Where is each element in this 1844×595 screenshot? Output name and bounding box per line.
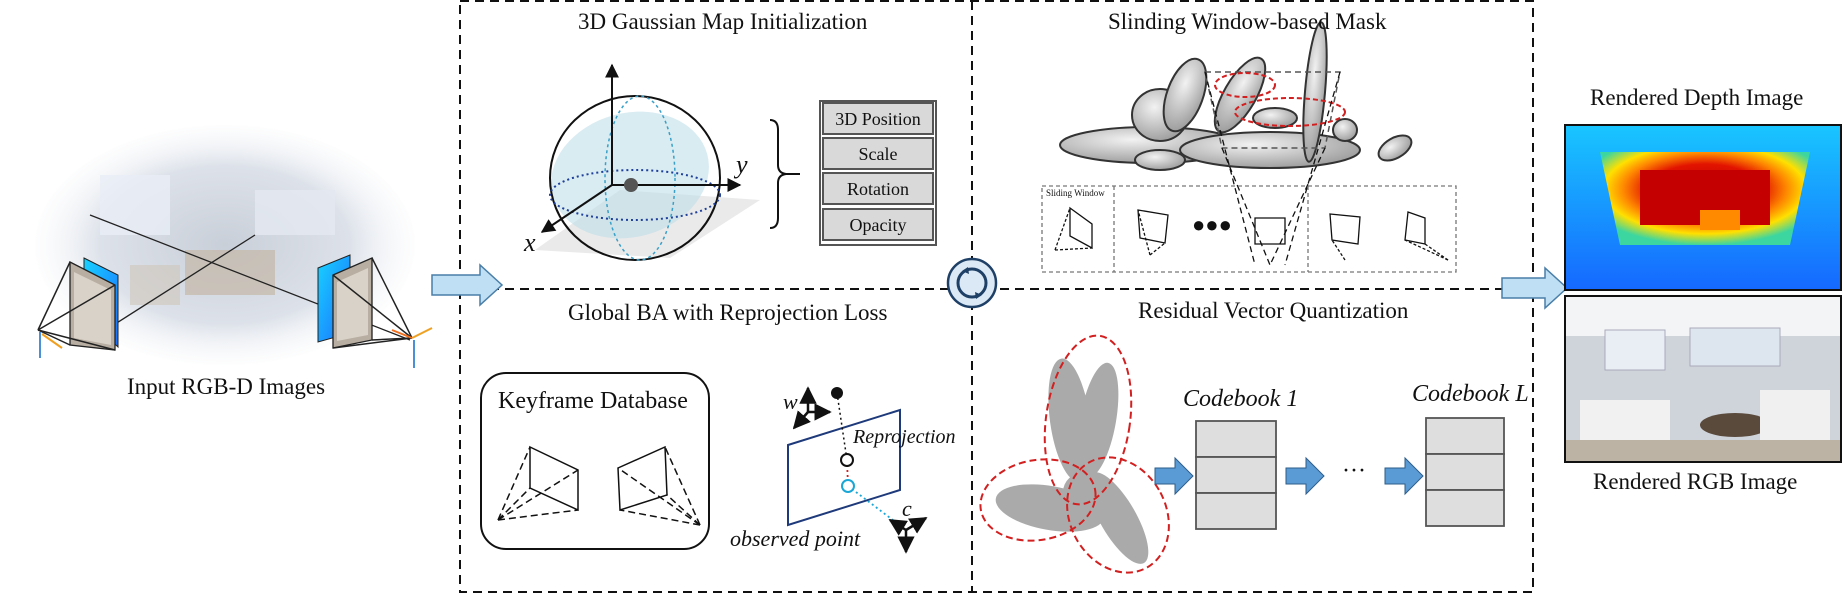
codebook-1-label: Codebook 1 [1183,386,1299,412]
sliding-window-label: Sliding Window [1046,188,1105,198]
keyframe-database-box [480,372,710,550]
reprojection-illustration [787,386,928,554]
param-scale: Scale [822,137,934,170]
codebook-1-table [1195,420,1277,530]
ba-title: Global BA with Reprojection Loss [568,300,888,325]
rvq-gaussians [979,334,1170,574]
init-title: 3D Gaussian Map Initialization [578,9,868,34]
rvq-ellipsis: ··· [1342,458,1366,484]
right-camera [317,254,433,368]
keyframe-database-label: Keyframe Database [498,388,688,414]
param-opacity: Opacity [822,208,934,241]
input-caption: Input RGB-D Images [127,374,326,399]
param-rotation: Rotation [822,172,934,205]
rendered-depth-image [1564,124,1842,291]
axis-label-y: y [736,150,748,179]
axis-label-x: x [524,228,536,257]
mask-mini-cameras [1054,206,1449,261]
rgb-caption: Rendered RGB Image [1593,469,1798,494]
mask-window-lines [1041,71,1457,273]
cycle-icon [946,257,998,309]
rendered-rgb-image [1564,295,1842,463]
flow-arrow-out [1501,266,1569,310]
flow-arrow-in [431,263,504,307]
depth-caption: Rendered Depth Image [1590,85,1804,110]
camera-frame-label: c [902,496,912,521]
mask-ellipsis: ●●● [1192,212,1232,237]
gaussian-axes-illustration [535,63,800,261]
reprojection-label: Reprojection [853,426,956,448]
keyframe-cameras [497,445,701,526]
mask-title: Slinding Window-based Mask [1108,9,1387,34]
codebook-l-table [1425,417,1505,527]
codebook-l-label: Codebook L [1412,381,1529,407]
rvq-title: Residual Vector Quantization [1138,298,1409,323]
left-camera [37,257,119,358]
param-3d-position: 3D Position [822,102,934,135]
rvq-arrows [1154,456,1424,496]
observed-point-label: observed point [730,526,861,551]
param-stack-frame [819,100,937,246]
world-frame-label: w [783,389,798,414]
